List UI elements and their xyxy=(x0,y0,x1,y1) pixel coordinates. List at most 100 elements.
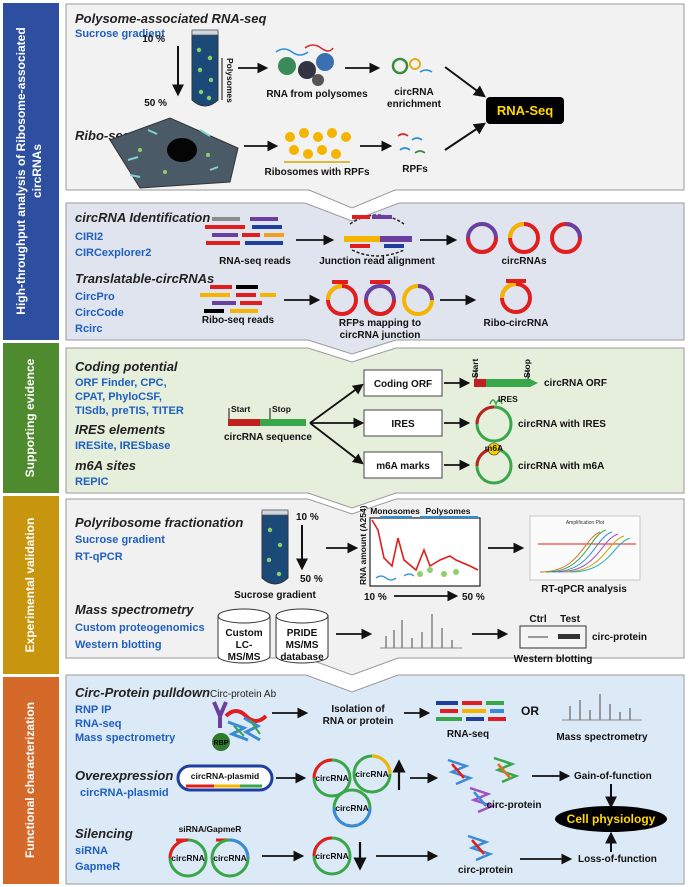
sil-circrna-label-3: circRNA xyxy=(315,851,349,861)
polyribosome-rtqpcr: RT-qPCR xyxy=(75,551,123,563)
rpfs-icon xyxy=(397,133,426,154)
loss-of-function-label: Loss-of-function xyxy=(578,854,657,865)
circrnas-label: circRNAs xyxy=(501,256,546,267)
arrow-enrichment-to-rnaseq xyxy=(444,66,486,98)
circrnas-icon xyxy=(466,222,582,254)
gradient-50pct: 50 % xyxy=(144,98,167,109)
db1-line3: MS/MS xyxy=(228,652,261,663)
sidebar-label-3: Experimental validation xyxy=(23,518,37,653)
over-circrna-label-3: circRNA xyxy=(335,803,369,813)
rfp-mapping-icon xyxy=(326,280,434,316)
arrow-rpfs-to-rnaseq xyxy=(444,122,486,151)
tool-western-blotting: Western blotting xyxy=(75,639,162,651)
db2-line1: PRIDE xyxy=(287,628,318,639)
db2-line2: MS/MS xyxy=(286,640,319,651)
ires-title: IRES elements xyxy=(75,422,165,437)
ires-tag: IRES xyxy=(498,394,518,404)
junction-alignment-icon xyxy=(344,214,412,257)
section-high-throughput: Polysome-associated RNA-seq Sucrose grad… xyxy=(75,11,564,189)
fraction-sucrose-caption: Sucrose gradient xyxy=(234,590,316,601)
arrow-to-coding-orf xyxy=(309,383,364,424)
pulldown-rnaseq-label: RNA-seq xyxy=(447,729,489,740)
panel-2-background xyxy=(65,202,685,355)
cell-physiology-oval xyxy=(555,806,667,832)
db2-line3: database xyxy=(280,652,324,663)
arrow-to-m6a xyxy=(309,422,364,465)
polyribosome-title: Polyribosome fractionation xyxy=(75,515,243,530)
coding-tools-2: CPAT, PhyloCSF, xyxy=(75,391,162,403)
circrna-orf-label: circRNA ORF xyxy=(544,378,607,389)
over-circ-protein-label: circ-protein xyxy=(486,800,541,811)
polysomes-label: Polysomes xyxy=(225,58,235,103)
sidebar-label-4: Functional characterization xyxy=(23,702,37,858)
profile-polysomes-label: Polysomes xyxy=(426,506,471,516)
ribosomes-rpf-label: Ribosomes with RPFs xyxy=(264,167,369,178)
ms-spectrum-icon xyxy=(380,614,462,649)
coding-potential-title: Coding potential xyxy=(75,359,178,374)
m6a-tag: m6A xyxy=(485,443,503,453)
circrna-identification-title: circRNA Identification xyxy=(75,210,210,225)
tool-circpro: CircPro xyxy=(75,291,115,303)
fractionation-tube-icon xyxy=(261,509,289,585)
silencing-circrna-icons xyxy=(168,838,250,878)
section-identification: circRNA Identification CIRI2 CIRCexplore… xyxy=(75,210,582,341)
db1-line2: LC- xyxy=(236,640,253,651)
sucrose-tube-icon xyxy=(191,29,219,107)
tool-rnaseq: RNA-seq xyxy=(75,718,121,730)
riboseq-reads-label: Ribo-seq reads xyxy=(202,315,275,326)
over-circrna-label-1: circRNA xyxy=(315,773,349,783)
western-blot-icon xyxy=(519,625,587,649)
plasmid-icon xyxy=(176,764,274,792)
m6a-tools: REPIC xyxy=(75,476,109,488)
rtqpcr-analysis-label: RT-qPCR analysis xyxy=(541,584,627,595)
circrna-enrichment-icon xyxy=(391,57,433,75)
section-experimental-validation: Polyribosome fractionation Sucrose gradi… xyxy=(75,505,647,665)
tool-sirna: siRNA xyxy=(75,845,108,857)
orf-start-label: Start xyxy=(470,358,480,378)
rfp-mapping-label-2: circRNA junction xyxy=(340,330,421,341)
rfp-mapping-label-1: RFPs mapping to xyxy=(339,318,421,329)
ires-box-label: IRES xyxy=(391,419,415,430)
tool-circexplorer2: CIRCexplorer2 xyxy=(75,247,151,259)
sidebar-label-1b: circRNAs xyxy=(30,144,44,198)
pulldown-complex-icon xyxy=(212,701,268,751)
pulldown-massspec-label: Mass spectrometry xyxy=(556,732,648,743)
gradient-10pct: 10 % xyxy=(142,34,165,45)
fraction-10pct: 10 % xyxy=(296,512,319,523)
coding-tools-1: ORF Finder, CPC, xyxy=(75,377,167,389)
amplification-plot-title: Amplification Plot xyxy=(566,520,605,526)
mass-spec-title: Mass spectrometry xyxy=(75,602,194,617)
polysome-seq-title: Polysome-associated RNA-seq xyxy=(75,11,267,26)
tool-mass-spec: Mass spectrometry xyxy=(75,732,176,744)
polyribosome-sucrose: Sucrose gradient xyxy=(75,534,165,546)
ribo-circrna-icon xyxy=(500,279,532,314)
tool-custom-proteogenomics: Custom proteogenomics xyxy=(75,622,205,634)
riboseq-reads-icon xyxy=(200,285,276,313)
profile-x50: 50 % xyxy=(462,592,485,603)
cell-icon xyxy=(109,117,239,189)
cell-physiology-label: Cell physiology xyxy=(567,812,656,826)
circrna-m6a-label: circRNA with m6A xyxy=(518,461,604,472)
rpfs-label: RPFs xyxy=(402,164,428,175)
m6a-box-label: m6A marks xyxy=(376,461,430,472)
tool-rnp-ip: RNP IP xyxy=(75,704,111,716)
tool-circcode: CircCode xyxy=(75,307,124,319)
over-circrna-icons xyxy=(312,754,392,828)
sidebar-label-2: Supporting evidence xyxy=(23,358,37,477)
polysome-rna-icon xyxy=(275,44,334,86)
polysome-profile-plot xyxy=(369,516,481,587)
silencing-title: Silencing xyxy=(75,826,133,841)
rnaseq-reads-icon xyxy=(205,217,284,245)
stop-label: Stop xyxy=(272,404,291,414)
rna-from-polysomes-label: RNA from polysomes xyxy=(266,89,368,100)
circ-protein-ab-label: Circ-protein Ab xyxy=(210,689,277,700)
custom-lcms-database-icon xyxy=(217,608,271,664)
sil-circrna-label-1: circRNA xyxy=(171,853,205,863)
over-circrna-label-2: circRNA xyxy=(355,769,389,779)
circrna-orf-icon: Start Stop xyxy=(470,358,538,387)
circrna-m6a-icon: m6A xyxy=(475,442,513,485)
pulldown-title: Circ-Protein pulldown xyxy=(75,685,210,700)
pulldown-reads-icon xyxy=(436,701,506,721)
tool-ciri2: CIRI2 xyxy=(75,231,103,243)
